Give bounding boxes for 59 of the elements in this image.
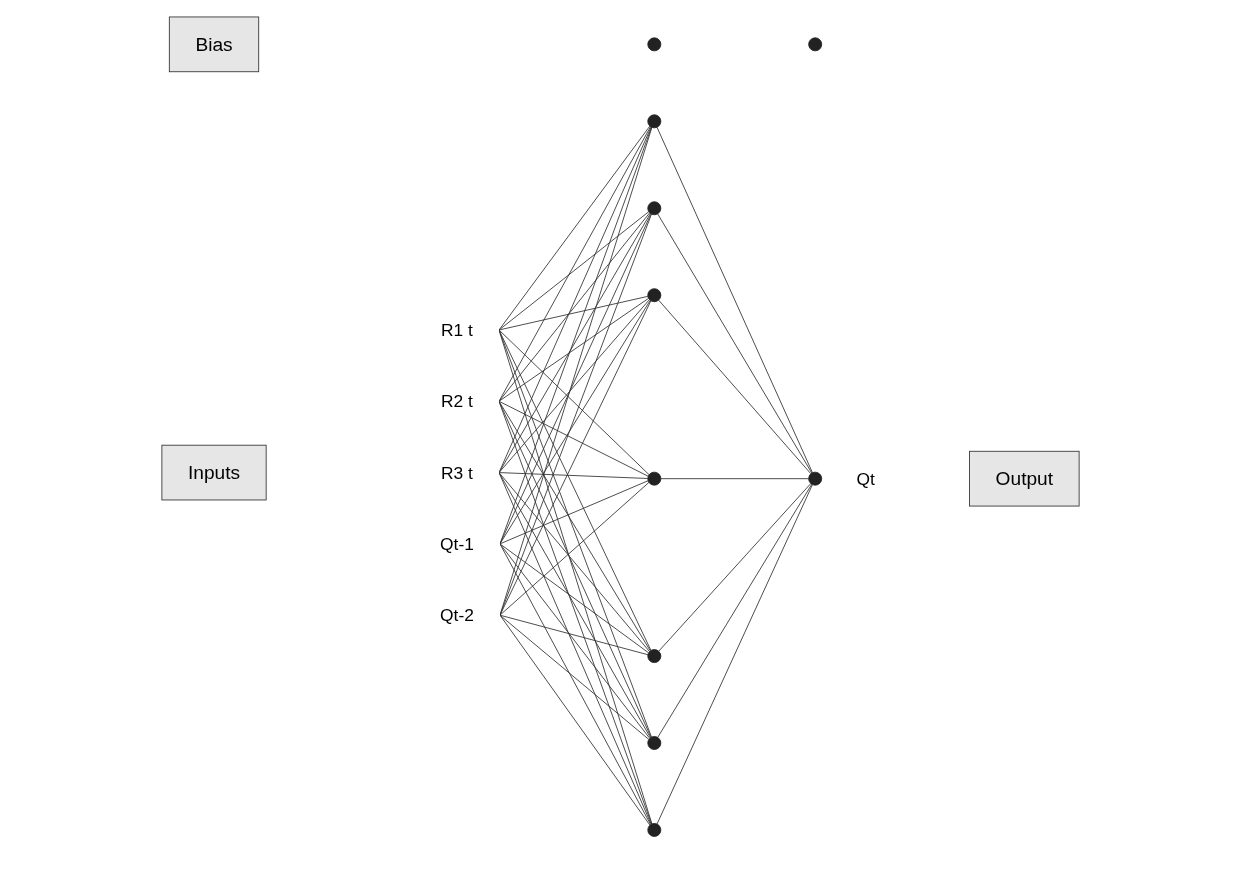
connector — [499, 213, 652, 616]
connector — [499, 300, 652, 616]
connector — [499, 126, 653, 616]
connector — [498, 400, 652, 738]
node-text: R3 t — [441, 463, 473, 483]
connector — [499, 481, 650, 616]
connector — [498, 400, 649, 477]
node-circle — [808, 37, 823, 52]
connector — [658, 299, 812, 475]
connector — [499, 614, 650, 740]
connector — [499, 614, 651, 826]
connector — [498, 472, 650, 653]
node-text: R2 t — [441, 391, 473, 411]
connector — [498, 472, 652, 825]
node-circle — [647, 736, 662, 750]
connector — [498, 295, 649, 331]
connector — [498, 329, 652, 738]
connector — [660, 478, 810, 480]
node-circle — [647, 114, 662, 129]
connector — [498, 329, 652, 651]
node-label: Qt — [856, 468, 875, 489]
connector — [498, 125, 651, 331]
node-circle — [647, 288, 662, 303]
node-circle — [808, 471, 823, 486]
connector — [499, 543, 650, 654]
connector — [498, 126, 652, 474]
connector — [498, 297, 649, 402]
connector — [499, 299, 651, 545]
node-circle — [647, 201, 662, 216]
node-circle — [647, 649, 662, 663]
connector — [656, 484, 813, 825]
connector — [498, 329, 650, 476]
connector — [499, 614, 649, 656]
node-text: Qt-2 — [440, 605, 474, 625]
connector — [498, 400, 651, 652]
node-box: Output — [969, 450, 1080, 507]
connector — [499, 213, 652, 545]
connector — [499, 480, 649, 545]
connector — [656, 126, 813, 474]
connector — [499, 543, 652, 826]
connector — [498, 211, 650, 331]
connector — [498, 299, 650, 474]
connector — [498, 213, 651, 474]
node-circle — [647, 37, 662, 52]
connector — [658, 483, 812, 652]
node-text: Qt-1 — [440, 534, 474, 554]
connector — [498, 212, 651, 402]
connector — [498, 126, 651, 402]
node-box: Inputs — [161, 444, 267, 501]
node-box: Bias — [168, 16, 260, 73]
node-circle — [647, 823, 662, 837]
connector — [499, 543, 651, 739]
connector — [499, 126, 652, 545]
connector — [657, 213, 813, 474]
node-text: R1 t — [441, 320, 473, 340]
connector — [498, 472, 649, 479]
connector — [657, 483, 813, 738]
node-circle — [647, 471, 662, 486]
connector — [498, 472, 651, 739]
